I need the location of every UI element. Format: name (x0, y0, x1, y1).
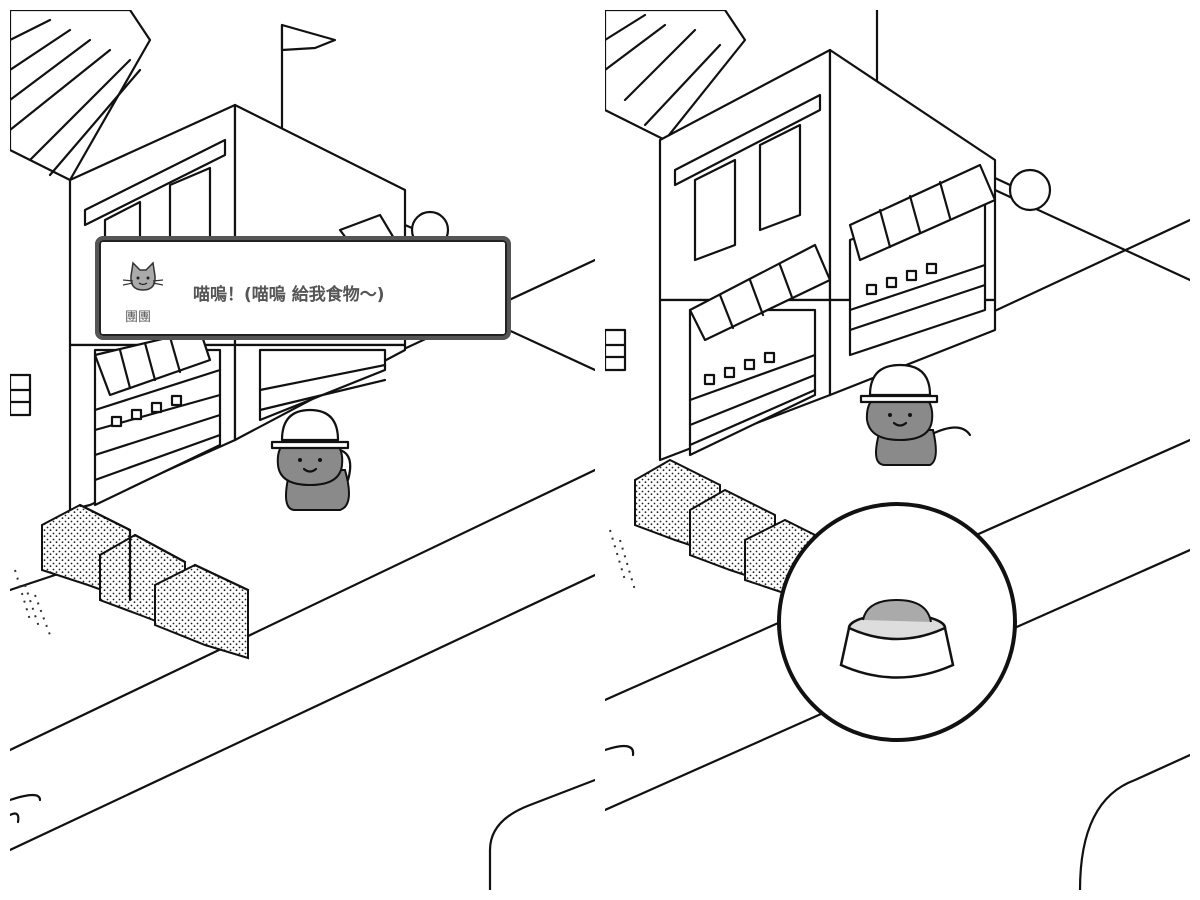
cat-character[interactable] (270, 408, 352, 511)
speaker-name: 團團 (125, 310, 152, 325)
cat-character[interactable] (859, 363, 972, 466)
dialog-box[interactable]: 團團 喵嗚！(喵嗚 給我食物～) (95, 236, 511, 340)
dialog-text: 喵嗚！(喵嗚 給我食物～) (193, 285, 385, 305)
game-scene-right[interactable] (605, 10, 1190, 890)
scene-illustration (10, 10, 595, 890)
game-scene-left[interactable]: 團團 喵嗚！(喵嗚 給我食物～) (10, 10, 595, 890)
scene-illustration (605, 10, 1190, 890)
cat-face-icon (123, 261, 163, 291)
food-bowl-thought-bubble[interactable] (777, 502, 1017, 742)
food-bowl-icon (839, 598, 955, 679)
